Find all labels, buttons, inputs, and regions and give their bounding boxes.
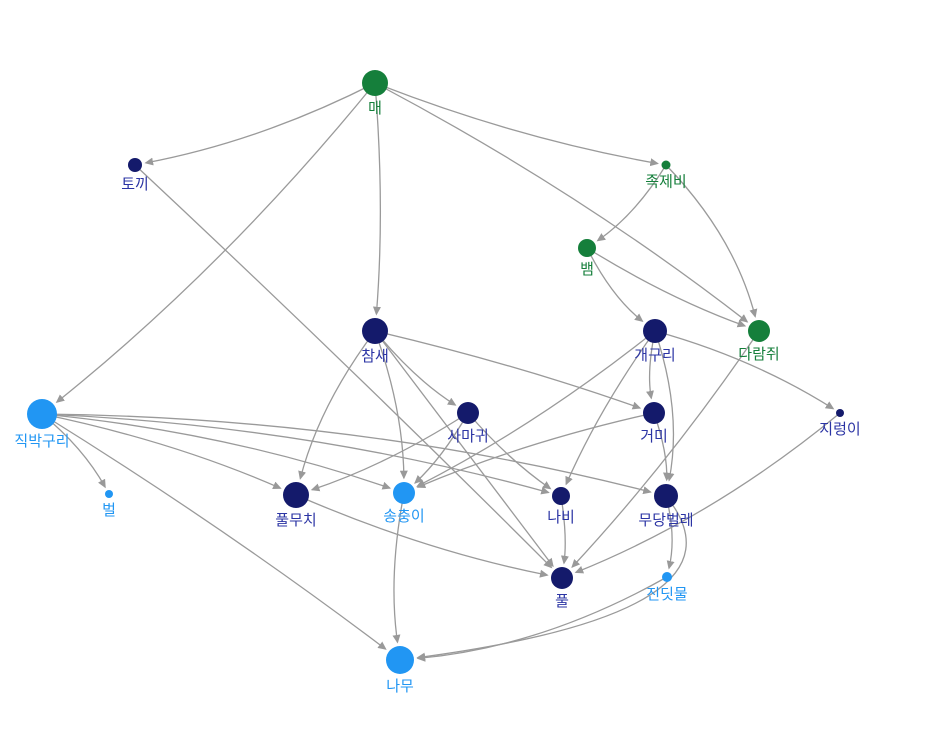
node-label-squirrel: 다람쥐 [738,346,779,363]
node-label-aphid: 진딧물 [646,586,687,603]
node-label-bee: 벌 [102,502,116,519]
edge-caterpillar-to-tree [392,492,405,644]
node-label-spider: 거미 [640,428,668,445]
node-label-earthworm: 지렁이 [819,421,860,438]
edge-bulbul-to-grasshopper [41,413,282,489]
edge-layer [41,82,841,662]
node-hawk[interactable] [362,70,388,96]
edge-butterfly-to-grass [560,495,569,565]
edge-rabbit-to-grass [134,164,553,569]
edge-bulbul-to-caterpillar [41,413,392,490]
node-label-bulbul: 직박구리 [14,433,69,450]
edge-hawk-to-weasel [374,82,659,167]
node-butterfly[interactable] [552,487,570,505]
edge-weasel-to-snake [596,164,667,242]
node-tree[interactable] [386,646,414,674]
node-label-weasel: 족제비 [645,174,686,191]
edge-bulbul-to-tree [41,413,387,650]
node-label-snake: 뱀 [580,261,594,278]
node-squirrel[interactable] [748,320,770,342]
edge-hawk-to-squirrel [374,82,749,323]
node-label-caterpillar: 송충이 [383,508,424,525]
node-aphid[interactable] [662,572,672,582]
edge-bulbul-to-butterfly [41,413,550,495]
edge-snake-to-frog [586,247,644,322]
node-label-butterfly: 나비 [547,509,575,526]
node-ladybug[interactable] [654,484,678,508]
edge-frog-to-butterfly [565,330,656,486]
node-label-grasshopper: 풀무치 [275,512,316,529]
edge-hawk-to-rabbit [144,82,376,166]
node-snake[interactable] [578,239,596,257]
edge-grasshopper-to-grass [295,494,549,578]
edge-earthworm-to-grass [574,412,841,574]
edge-frog-to-earthworm [654,330,835,410]
node-label-frog: 개구리 [634,347,675,364]
node-bulbul[interactable] [27,399,57,429]
node-frog[interactable] [643,319,667,343]
node-spider[interactable] [643,402,665,424]
node-bee[interactable] [105,490,113,498]
node-caterpillar[interactable] [393,482,415,504]
edge-frog-to-caterpillar [416,330,656,487]
edge-snake-to-squirrel [586,247,747,328]
node-weasel[interactable] [661,160,671,170]
edge-frog-to-ladybug [654,330,675,482]
edge-aphid-to-tree [416,576,668,662]
node-label-grass: 풀 [555,593,569,610]
edge-sparrow-to-grass [374,330,554,568]
edge-hawk-to-bulbul [55,82,376,403]
edge-sparrow-to-spider [374,330,642,410]
edge-sparrow-to-mantis [374,330,457,406]
edge-mantis-to-butterfly [467,412,552,490]
node-grass[interactable] [551,567,573,589]
node-sparrow[interactable] [362,318,388,344]
node-earthworm[interactable] [836,409,844,417]
node-label-mantis: 사마귀 [447,428,488,445]
edge-spider-to-caterpillar [416,412,655,488]
node-rabbit[interactable] [128,158,142,172]
node-label-tree: 나무 [386,678,414,695]
edge-hawk-to-sparrow [372,82,382,316]
node-mantis[interactable] [457,402,479,424]
edge-mantis-to-grasshopper [310,412,469,492]
edge-weasel-to-squirrel [665,164,758,318]
node-label-hawk: 매 [368,100,382,117]
node-label-sparrow: 참새 [361,348,389,365]
edge-bulbul-to-ladybug [41,413,652,495]
edge-squirrel-to-grass [571,330,760,568]
edge-sparrow-to-caterpillar [374,330,408,480]
node-label-ladybug: 무당벌레 [638,512,693,529]
node-label-rabbit: 토끼 [121,176,149,193]
node-grasshopper[interactable] [283,482,309,508]
